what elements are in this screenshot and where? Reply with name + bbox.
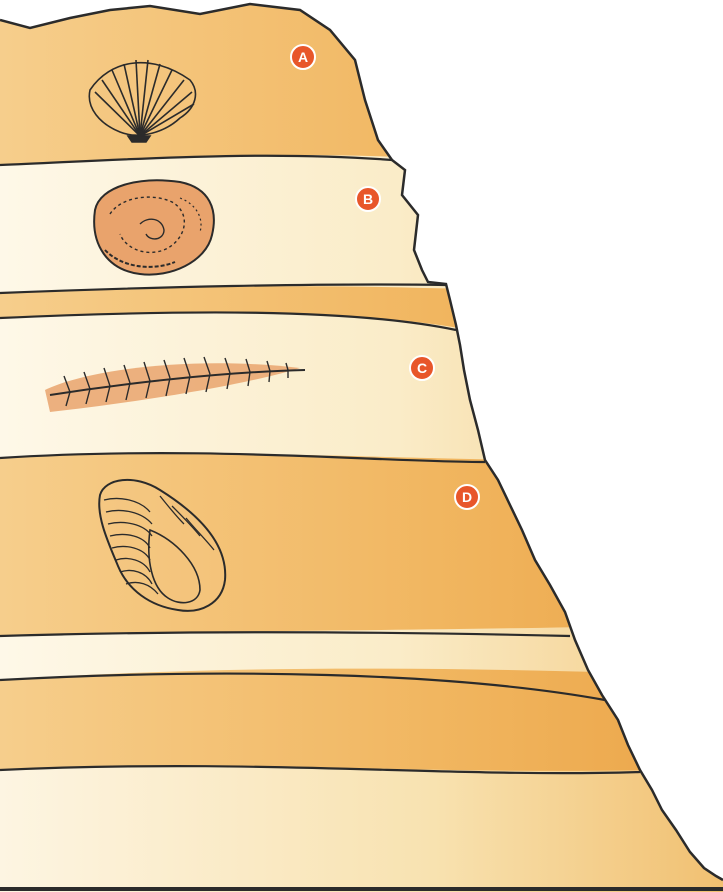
marker-b: B — [356, 187, 380, 211]
marker-d: D — [455, 485, 479, 509]
marker-label: A — [298, 49, 308, 65]
marker-label: B — [363, 191, 373, 207]
coiled-shell-fossil — [94, 180, 214, 274]
marker-label: D — [462, 489, 472, 505]
marker-c: C — [410, 356, 434, 380]
layer-f — [0, 672, 723, 770]
marker-label: C — [417, 360, 427, 376]
layer-g — [0, 766, 723, 892]
marker-a: A — [291, 45, 315, 69]
